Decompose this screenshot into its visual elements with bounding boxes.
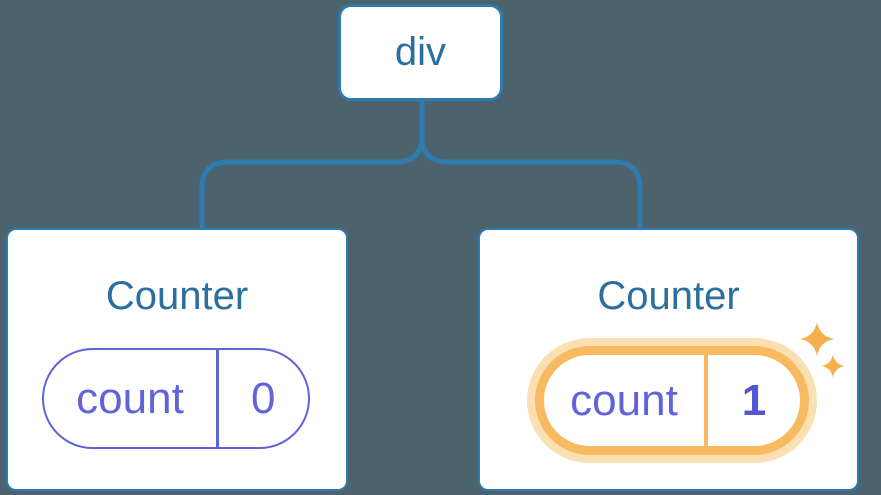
connector-left-branch [199, 101, 425, 229]
state-pill-divider [704, 355, 708, 446]
state-pill-highlighted: count 1 [535, 346, 809, 455]
sparkle-icon [800, 322, 845, 378]
tree-root-node: div [338, 4, 503, 101]
counter-title: Counter [105, 274, 249, 318]
state-value: 0 [251, 373, 276, 423]
connector-right-branch [419, 101, 643, 229]
counter-title: Counter [597, 274, 740, 318]
state-key: count [570, 375, 678, 425]
counter-card-left: Counter count 0 [6, 228, 348, 491]
sparkle-star-large [800, 322, 834, 356]
state-value: 1 [741, 375, 767, 425]
root-node-label: div [394, 30, 447, 74]
state-key: count [76, 373, 184, 423]
sparkle-star-small [821, 354, 845, 378]
state-pill-divider [216, 350, 219, 447]
counter-card-right: Counter count 1 [478, 228, 859, 491]
state-pill: count 0 [42, 348, 310, 449]
